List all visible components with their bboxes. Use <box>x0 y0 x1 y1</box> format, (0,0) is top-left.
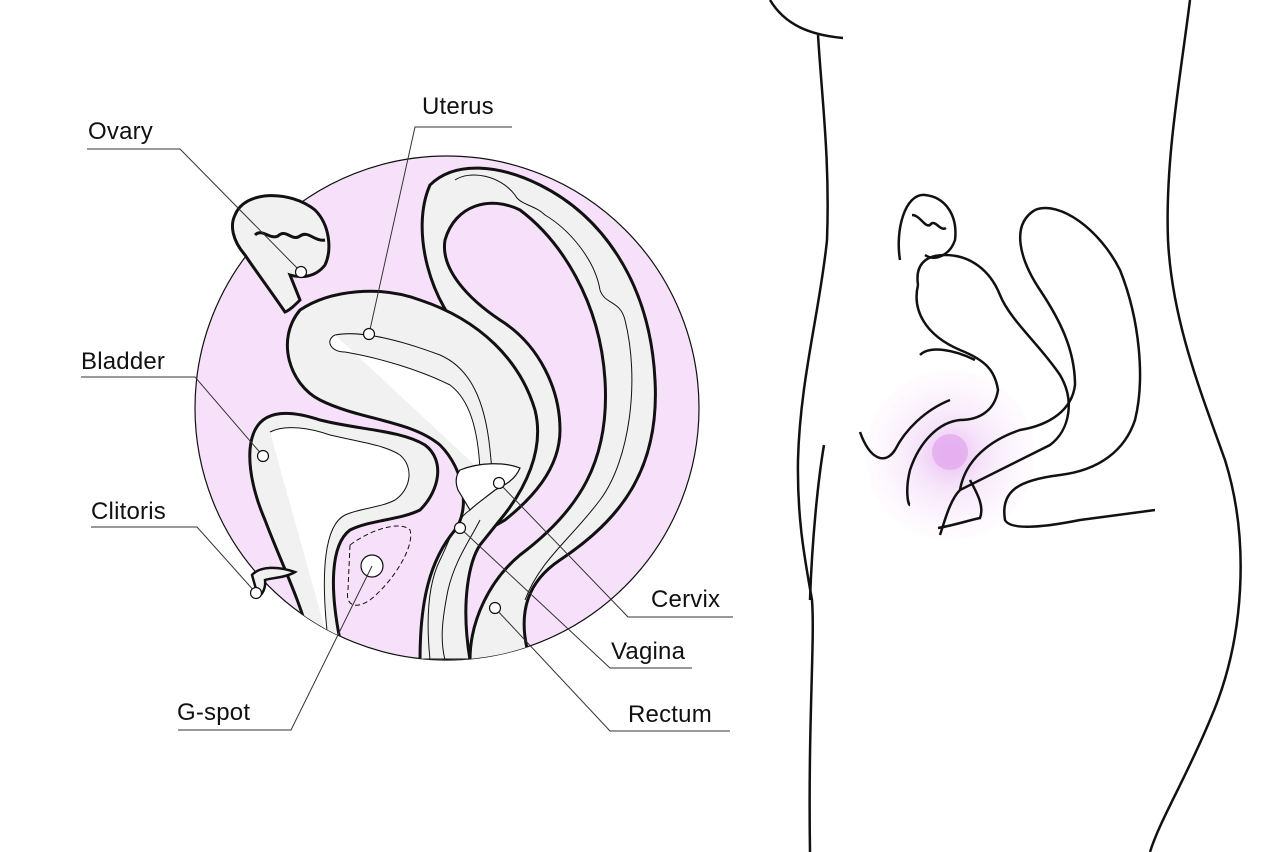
cervix-shape <box>455 463 521 511</box>
label-rectum: Rectum <box>628 701 712 728</box>
label-g-spot: G-spot <box>177 699 251 726</box>
ovary-shape <box>231 194 331 314</box>
label-markers <box>249 265 506 615</box>
label-bladder: Bladder <box>81 348 166 375</box>
label-uterus: Uterus <box>422 93 494 120</box>
label-clitoris: Clitoris <box>91 498 166 525</box>
magnified-section <box>194 155 700 661</box>
label-ovary: Ovary <box>88 118 154 145</box>
leader-lines <box>81 126 733 732</box>
label-cervix: Cervix <box>651 586 721 613</box>
body-organs <box>858 193 1156 540</box>
label-vagina: Vagina <box>611 638 686 665</box>
uterus-shape <box>285 289 540 660</box>
body-silhouette <box>768 0 1242 852</box>
clitoris-shape <box>250 566 298 598</box>
